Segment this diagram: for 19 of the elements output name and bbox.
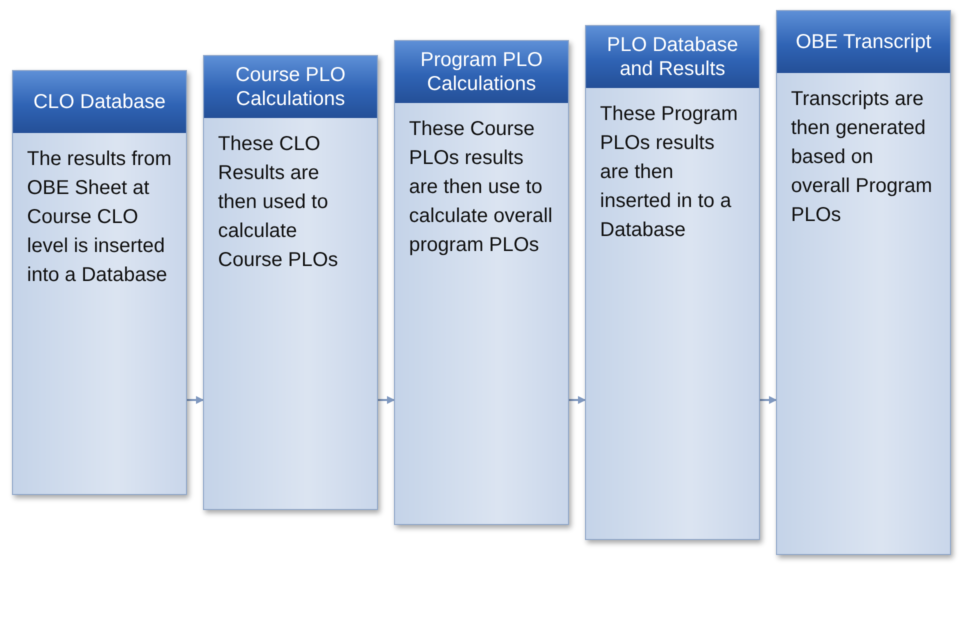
arrow	[569, 396, 586, 404]
step-panel	[776, 10, 951, 555]
step-header: CLO Database	[13, 71, 186, 133]
step-text: These Program PLOs results are then inserted in to a Database	[599, 102, 739, 243]
step-header: Course PLO Calculations	[204, 56, 377, 118]
step-header: PLO Database and Results	[586, 26, 759, 88]
step-text: These Course PLOs results are then use to calculate overall program PLOs	[408, 117, 554, 258]
step-header: Program PLO Calculations	[395, 41, 568, 103]
step-panel	[394, 40, 569, 525]
step-text: The results from OBE Sheet at Course CLO level is inserted into a Database	[26, 147, 172, 288]
step-text: These CLO Results are then used to calculate Course PLOs	[217, 132, 340, 273]
step-panel	[12, 70, 187, 495]
step-header: OBE Transcript	[777, 11, 950, 73]
step-panel	[203, 55, 378, 510]
arrow	[760, 396, 777, 404]
step-panel	[585, 25, 760, 540]
step-text: Transcripts are then generated based on overall Program PLOs	[790, 87, 934, 228]
arrow	[378, 396, 395, 404]
arrow	[187, 396, 204, 404]
